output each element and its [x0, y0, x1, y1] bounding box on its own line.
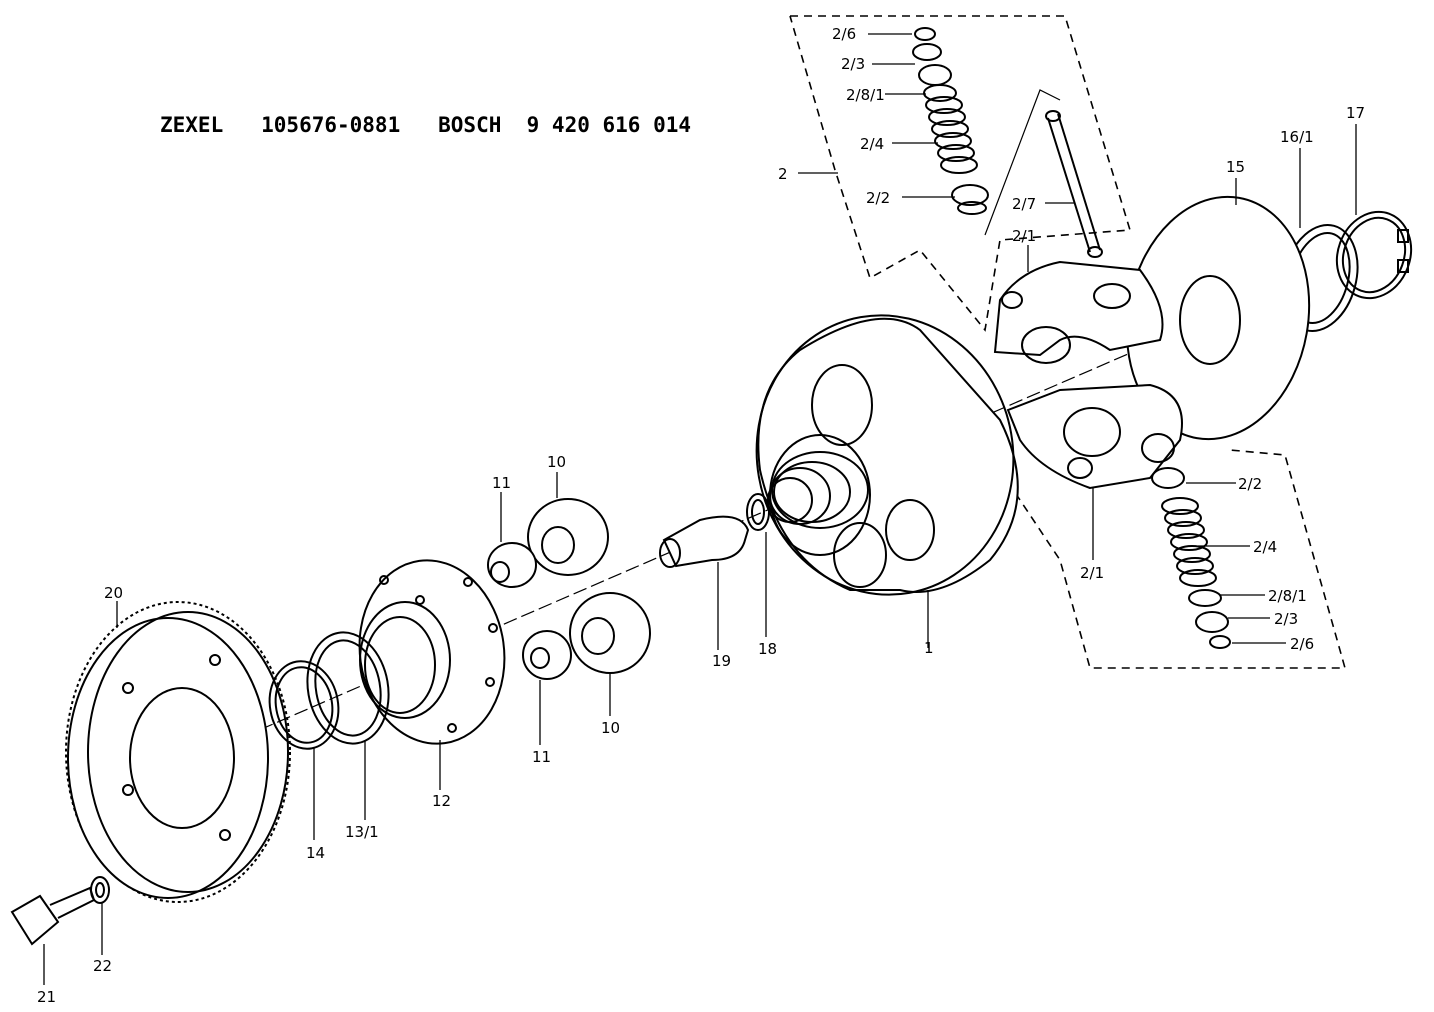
- callout-2-8-1-bottom: 2/8/1: [1268, 587, 1307, 605]
- assembly-2-boundary-upper: [789, 15, 1132, 332]
- part-17-snap-ring: [1335, 210, 1413, 300]
- part-21-bolt: [10, 886, 96, 946]
- callout-2-7: 2/7: [1012, 195, 1036, 213]
- part-1-drum-housing: [755, 314, 1019, 596]
- callout-15: 15: [1226, 158, 1245, 176]
- part-20-gear: [65, 601, 291, 903]
- part-12-flange-hub: [358, 559, 506, 745]
- upper-spring-assembly: [912, 27, 989, 215]
- callout-10-bottom: 10: [601, 719, 620, 737]
- part-number-title: ZEXEL 105676-0881 BOSCH 9 420 616 014: [160, 113, 691, 137]
- callout-2: 2: [778, 165, 788, 183]
- lower-spring-assembly: [1151, 467, 1231, 649]
- callout-2-4-bottom: 2/4: [1253, 538, 1277, 556]
- callout-2-6-bottom: 2/6: [1290, 635, 1314, 653]
- callout-11-bottom: 11: [532, 748, 551, 766]
- part-2-1-upper-flyweight: [993, 260, 1164, 364]
- upper-bracket-line: [984, 89, 1061, 236]
- callout-10-top: 10: [547, 453, 566, 471]
- callout-22: 22: [93, 957, 112, 975]
- callout-13-1: 13/1: [345, 823, 379, 841]
- callout-16-1: 16/1: [1280, 128, 1314, 146]
- part-2-7-pin: [1045, 110, 1103, 258]
- part-11-upper-spacer: [487, 542, 537, 588]
- assembly-2-boundary-lower: [999, 449, 1347, 669]
- callout-2-3-top: 2/3: [841, 55, 865, 73]
- part-11-lower-spacer: [522, 630, 572, 680]
- callout-2-3-bottom: 2/3: [1274, 610, 1298, 628]
- callout-2-1-top: 2/1: [1012, 227, 1036, 245]
- callout-21: 21: [37, 988, 56, 1006]
- callout-11-top: 11: [492, 474, 511, 492]
- callout-labels: 2/6 2/3 2/8/1 2/4 2/2 2 2/7 2/1 15 16/1 …: [37, 25, 1365, 1006]
- callout-2-1-bottom: 2/1: [1080, 564, 1104, 582]
- part-10-lower-bushing: [569, 592, 651, 674]
- part-15-disc: [1125, 195, 1311, 441]
- callout-14: 14: [306, 844, 325, 862]
- part-13-1-ring: [306, 631, 390, 745]
- callout-17: 17: [1346, 104, 1365, 122]
- callout-18: 18: [758, 640, 777, 658]
- callout-19: 19: [712, 652, 731, 670]
- part-19-hex-nut: [659, 515, 750, 568]
- callout-2-8-1-top: 2/8/1: [846, 86, 885, 104]
- leader-lines: [43, 33, 1357, 985]
- part-10-upper-bushing: [527, 498, 609, 576]
- callout-2-4-top: 2/4: [860, 135, 884, 153]
- callout-2-2-top: 2/2: [866, 189, 890, 207]
- part-18-small-ring: [746, 493, 770, 531]
- part-2-1-lower-flyweight: [1006, 383, 1183, 490]
- part-14-snap-ring: [268, 660, 340, 750]
- callout-2-6-top: 2/6: [832, 25, 856, 43]
- callout-20: 20: [104, 584, 123, 602]
- callout-2-2-bottom: 2/2: [1238, 475, 1262, 493]
- callout-12: 12: [432, 792, 451, 810]
- callout-1: 1: [924, 639, 934, 657]
